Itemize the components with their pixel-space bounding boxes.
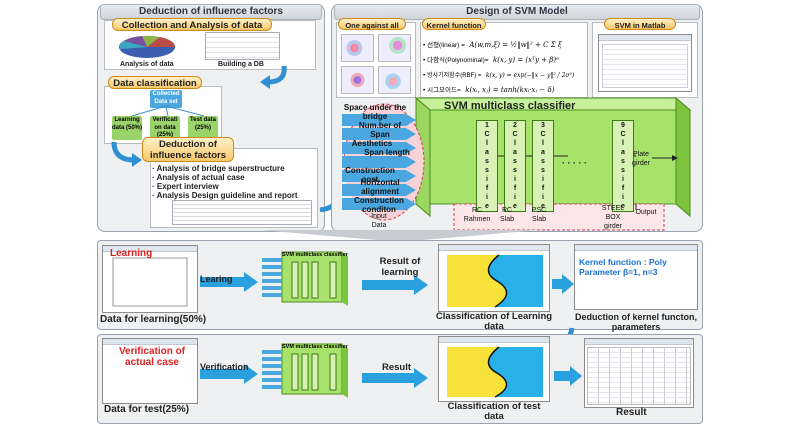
right-arrow-icon [362, 368, 428, 388]
kernel-label: Kernel function [422, 18, 486, 30]
classification-region [447, 346, 543, 398]
verification-label: Verification [200, 362, 249, 372]
scatter-thumbnail [341, 66, 374, 94]
data-for-learning: Data for learning(50%) [100, 314, 207, 325]
kernel-name: 방사기저함수(RBF) = [427, 73, 482, 79]
kernel-result-box: Kernel function : Poly Parameter β=1, n=… [574, 244, 698, 310]
data-for-test: Data for test(25%) [104, 404, 190, 415]
bullet-item: · Analysis Design guideline and report [152, 191, 298, 200]
analysis-caption: Analysis of data [120, 61, 174, 68]
scatter-thumbnail [378, 66, 411, 94]
kernel-formula: k(xᵢ, xⱼ) = tanh(kxᵢ·xⱼ − δ) [465, 86, 555, 94]
collection-label: Collection and Analysis of data [112, 18, 272, 31]
mini-classifier [258, 248, 358, 322]
pie-chart-icon [119, 35, 176, 58]
output-label: STEEL BOX girder [601, 205, 625, 230]
input-label: Num.ber of Span [358, 121, 402, 139]
kernel-name: 시그모이드= [427, 87, 461, 94]
learning-scatter [112, 257, 188, 307]
kernel-name: 선형(linear) = [427, 42, 465, 49]
kernel-name: 다항식(Polynominal)= [427, 57, 489, 64]
svm-design-title: Design of SVM Model [334, 4, 700, 20]
matlab-label: SVM in Matlab [604, 18, 676, 30]
kernel-formula: k(x, y) = (xᵀy + β)ᵅ [493, 56, 560, 64]
result-arrow-label: Result [382, 362, 412, 373]
down-arrow-icon [260, 230, 540, 242]
bullet-item: · Analysis of bridge superstructure [152, 164, 285, 173]
curved-arrow-icon [260, 65, 287, 89]
input-data-label: Input Data [371, 213, 387, 229]
kernel-text-1: Kernel function : Poly [579, 257, 667, 267]
right-arrow-icon [200, 364, 258, 384]
verification-tag: Verification of actual case [118, 346, 186, 368]
test-data-plot [102, 338, 198, 404]
plate-girder-label: Plate girder [632, 151, 650, 167]
kernel-row: • 선형(linear) = A(w,m,ξ) = ½‖w‖² + C Σ ξ [423, 41, 562, 49]
learning-data-plot [102, 245, 198, 313]
right-arrow-icon [362, 275, 428, 295]
output-label: PSC Slab [531, 207, 547, 223]
deduction-label: Deduction of influence factors [142, 137, 234, 162]
bullet-item: · Expert interview [152, 182, 219, 191]
scatter-thumbnail [341, 34, 374, 62]
mini-classifier-title: SVM multiclass classifier [282, 344, 348, 350]
learning-classification-plot [438, 244, 550, 312]
matlab-window-image [598, 34, 692, 92]
output-label: RC Rahmen [463, 207, 491, 223]
input-label: Aesthetics [351, 139, 393, 148]
kernel-box [420, 22, 588, 98]
report-table-image [172, 200, 312, 225]
result-label: Result [616, 407, 647, 418]
db-table [205, 32, 280, 60]
bullet-list: · Analysis of bridge superstructure · An… [152, 164, 320, 200]
right-arrow-icon [552, 274, 574, 294]
curved-arrow-icon [111, 141, 142, 167]
kernel-formula: k(x, y) = exp(−‖x − y‖² / 2σ²) [485, 72, 575, 79]
one-against-all-label: One against all [338, 18, 406, 30]
input-label: Construction conditon [354, 196, 404, 214]
verification-node: Verificati on data (25%) [150, 116, 180, 140]
classifier-title: SVM multiclass classifier [444, 100, 576, 112]
result-table [584, 338, 694, 408]
right-arrow-icon [554, 366, 582, 386]
deduction-kernel: Deduction of kernel functon, parameters [574, 312, 697, 332]
output-caption: Output [635, 209, 657, 216]
right-arrow-icon [200, 272, 258, 292]
test-node: Test data (25%) [188, 116, 218, 140]
output-label: RC Slab [499, 207, 514, 223]
scatter-thumbnail [378, 34, 411, 62]
result-of-learning: Result of learning [379, 256, 421, 278]
learing-label: Learing [200, 274, 233, 284]
kernel-row: • 다항식(Polynominal)= k(x, y) = (xᵀy + β)ᵅ [423, 56, 560, 64]
kernel-row: • 시그모이드= k(xᵢ, xⱼ) = tanh(kxᵢ·xⱼ − δ) [423, 86, 555, 94]
kernel-text-2: Parameter β=1, n=3 [579, 267, 658, 277]
input-label: Span length [364, 148, 410, 157]
mini-classifier [258, 340, 358, 414]
db-caption: Building a DB [218, 61, 264, 68]
mini-classifier-title: SVM multiclass classifier [282, 252, 348, 258]
classification-test: Classification of test data [447, 401, 541, 422]
collected-node: Collected Data set [150, 90, 182, 108]
classification-tree [131, 106, 205, 116]
test-classification-plot [438, 336, 550, 402]
input-label: Horizontal alignment [360, 178, 400, 196]
input-label: Construction cost [345, 166, 395, 184]
input-label: Space under the bridge [343, 103, 407, 121]
classifier-dots: · · · · · [562, 158, 587, 168]
classification-learning: Classification of Learning data [435, 311, 553, 332]
kernel-row: • 방사기저함수(RBF) = k(x, y) = exp(−‖x − y‖² … [423, 72, 575, 79]
classification-region [447, 254, 543, 308]
classification-label: Data classification [108, 76, 202, 89]
learning-node: Learning data (50%) [112, 116, 142, 140]
kernel-list: • 선형(linear) = A(w,m,ξ) = ½‖w‖² + C Σ ξ … [423, 34, 586, 94]
bullet-item: · Analysis of actual case [152, 173, 245, 182]
kernel-formula: A(w,m,ξ) = ½‖w‖² + C Σ ξ [469, 41, 562, 49]
learning-tag: Learning [110, 248, 153, 259]
